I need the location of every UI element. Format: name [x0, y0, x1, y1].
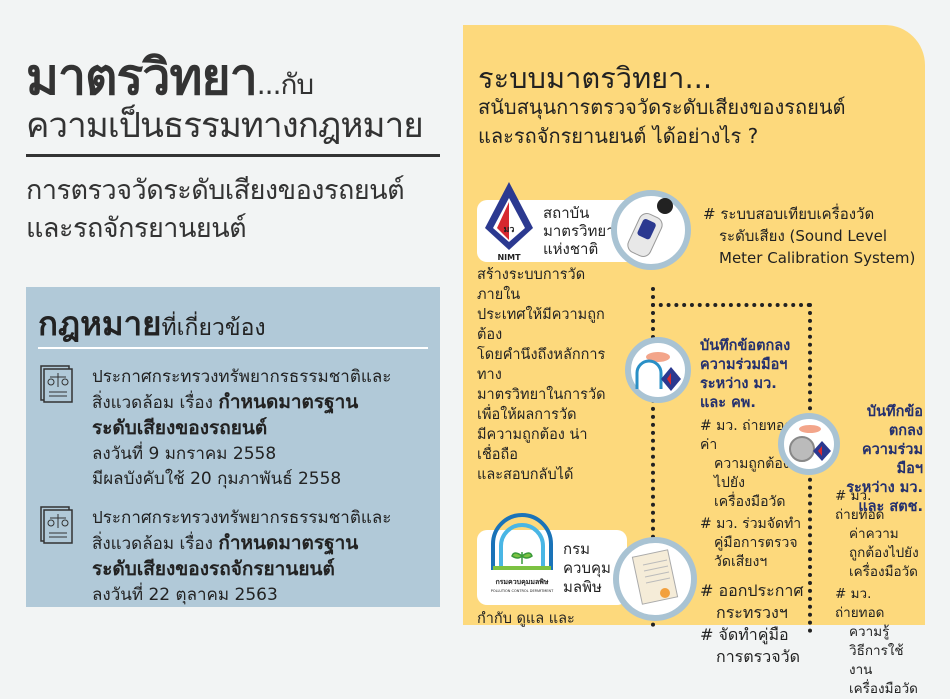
law-item: ประกาศกระทรวงทรัพยากรธรรมชาติและสิ่งแวดล…: [40, 506, 432, 608]
pcd-logo: กรมควบคุมมลพิษ POLLUTION CONTROL DEPARTME…: [491, 513, 554, 593]
svg-text:มว: มว: [504, 225, 515, 235]
panel-subtitle: สนับสนุนการตรวจวัดระดับเสียงของรถยนต์และ…: [478, 95, 846, 148]
nimt-logo: มว NIMT: [485, 182, 533, 262]
pcd-actions: # ออกประกาศกระทรวงฯ# จัดทำคู่มือการตรวจว…: [700, 581, 804, 666]
mou-tisi-title: บันทึกข้อตกลงความร่วมมือฯระหว่าง มว.และ …: [846, 404, 923, 515]
middle-column: บันทึกข้อตกลงความร่วมมือฯระหว่าง มว. และ…: [700, 337, 804, 668]
mou-pcd-bullets: # มว. ถ่ายทอดค่าความถูกต้องไปยังเครื่องม…: [700, 418, 802, 570]
connector-line: [651, 303, 811, 307]
sound-level-meter-icon: [611, 190, 691, 270]
mou-pcd-title: บันทึกข้อตกลงความร่วมมือฯระหว่าง มว. และ…: [700, 338, 791, 411]
mou-tisi-bullets: # มว. ถ่ายทอดค่าความถูกต้องไปยังเครื่องม…: [835, 488, 919, 697]
divider: [26, 154, 440, 157]
svg-text:POLLUTION CONTROL DEPARTMENT: POLLUTION CONTROL DEPARTMENT: [491, 589, 554, 593]
mou-pcd-block: บันทึกข้อตกลงความร่วมมือฯระหว่าง มว. และ…: [700, 337, 804, 572]
law-item: ประกาศกระทรวงทรัพยากรธรรมชาติและสิ่งแวดล…: [40, 365, 432, 492]
metrology-system-panel: ระบบมาตรวิทยา... สนับสนุนการตรวจวัดระดับ…: [463, 25, 925, 697]
pcd-card: กรมควบคุมมลพิษ POLLUTION CONTROL DEPARTME…: [477, 513, 627, 605]
svg-text:กรมควบคุมมลพิษ: กรมควบคุมมลพิษ: [495, 578, 548, 586]
law-document-icon: [40, 506, 73, 544]
handshake-gauge-icon: [778, 413, 840, 475]
main-title: มาตรวิทยา...กับ: [26, 48, 314, 106]
law-list: ประกาศกระทรวงทรัพยากรธรรมชาติและสิ่งแวดล…: [40, 365, 432, 608]
subtitle: การตรวจวัดระดับเสียงของรถยนต์และรถจักรยา…: [26, 175, 405, 244]
related-laws-box: กฎหมายที่เกี่ยวข้อง ประกาศกระทรวงทรัพยาก…: [26, 287, 440, 607]
pcd-description: กำกับ ดูแล และ: [477, 611, 575, 627]
certificate-document-icon: [613, 537, 697, 621]
laws-heading: กฎหมายที่เกี่ยวข้อง: [38, 304, 266, 343]
handshake-icon: [625, 337, 691, 403]
mou-tisi-block: บันทึกข้อตกลงความร่วมมือฯระหว่าง มว.และ …: [843, 403, 923, 517]
divider: [38, 347, 428, 349]
nimt-feature: # ระบบสอบเทียบเครื่องวัดระดับเสียง (Soun…: [703, 205, 916, 267]
nimt-description: สร้างระบบการวัดภายในประเทศให้มีความถูกต้…: [477, 267, 606, 483]
law-document-icon: [40, 365, 73, 403]
svg-text:NIMT: NIMT: [497, 253, 521, 262]
connector-line: [651, 287, 655, 627]
panel-heading: ระบบมาตรวิทยา...: [478, 61, 713, 95]
main-title-line2: ความเป็นธรรมทางกฎหมาย: [26, 106, 424, 146]
